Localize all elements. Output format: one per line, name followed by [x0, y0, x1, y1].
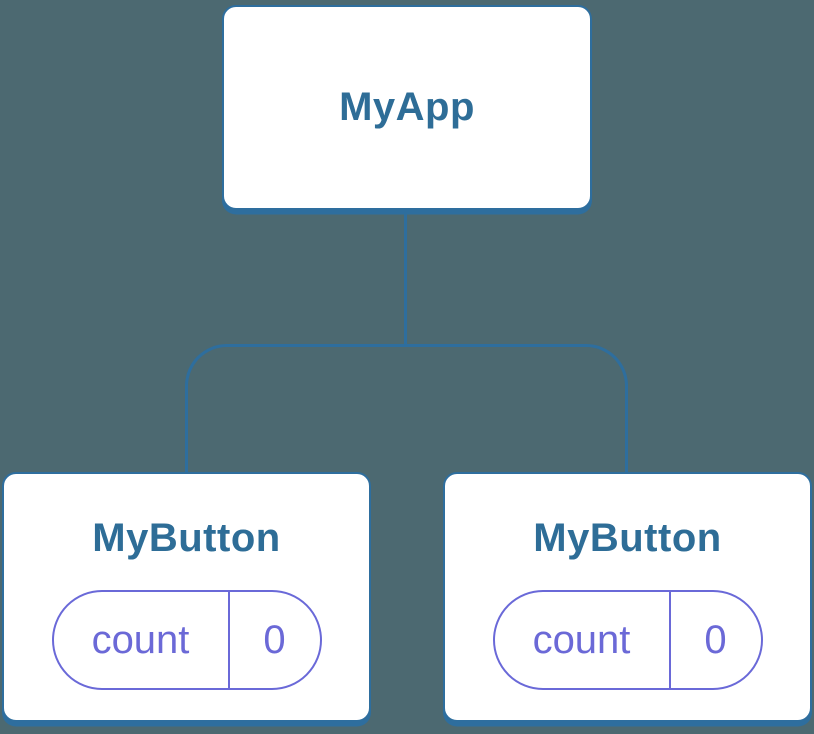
node-mybutton-left-label: MyButton — [92, 516, 281, 560]
node-myapp: MyApp — [222, 5, 592, 210]
state-key-label: count — [54, 592, 230, 688]
state-pill-right: count 0 — [492, 590, 763, 690]
state-pill-left: count 0 — [51, 590, 322, 690]
state-value: 0 — [704, 617, 727, 662]
node-myapp-label: MyApp — [339, 85, 475, 129]
state-value: 0 — [263, 617, 286, 662]
connector-branch — [185, 344, 628, 472]
node-mybutton-right-label: MyButton — [533, 516, 722, 560]
node-mybutton-right: MyButton count 0 — [443, 472, 812, 722]
node-mybutton-left: MyButton count 0 — [2, 472, 371, 722]
state-key-label: count — [495, 592, 671, 688]
connector-stem — [404, 210, 407, 346]
